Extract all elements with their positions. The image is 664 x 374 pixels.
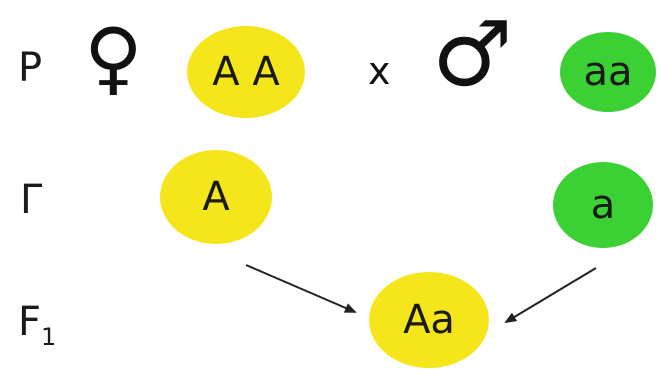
female-gamete: A bbox=[160, 150, 272, 244]
male-parent-genotype: aa bbox=[560, 32, 656, 112]
male-gamete-text: a bbox=[590, 182, 616, 228]
row-label-f1: F1 bbox=[18, 302, 56, 349]
row-label-gametes: Γ bbox=[20, 177, 43, 223]
female-gamete-text: A bbox=[202, 174, 230, 220]
offspring-genotype: Aa bbox=[369, 272, 489, 368]
row-label-f1-letter: F bbox=[18, 299, 42, 345]
cross-symbol: x bbox=[368, 49, 391, 93]
female-parent-genotype: A A bbox=[187, 26, 305, 118]
row-label-parents: P bbox=[18, 45, 43, 91]
arrow-from-male-gamete bbox=[504, 267, 597, 324]
male-symbol-icon: ♂ bbox=[432, 2, 513, 107]
female-symbol-icon: ♀ bbox=[84, 11, 143, 104]
female-parent-genotype-text: A A bbox=[212, 49, 280, 95]
male-gamete: a bbox=[553, 162, 653, 248]
male-parent-genotype-text: aa bbox=[583, 49, 633, 95]
row-label-f1-subscript: 1 bbox=[41, 323, 57, 351]
offspring-genotype-text: Aa bbox=[403, 297, 455, 343]
arrow-from-female-gamete bbox=[245, 264, 357, 313]
